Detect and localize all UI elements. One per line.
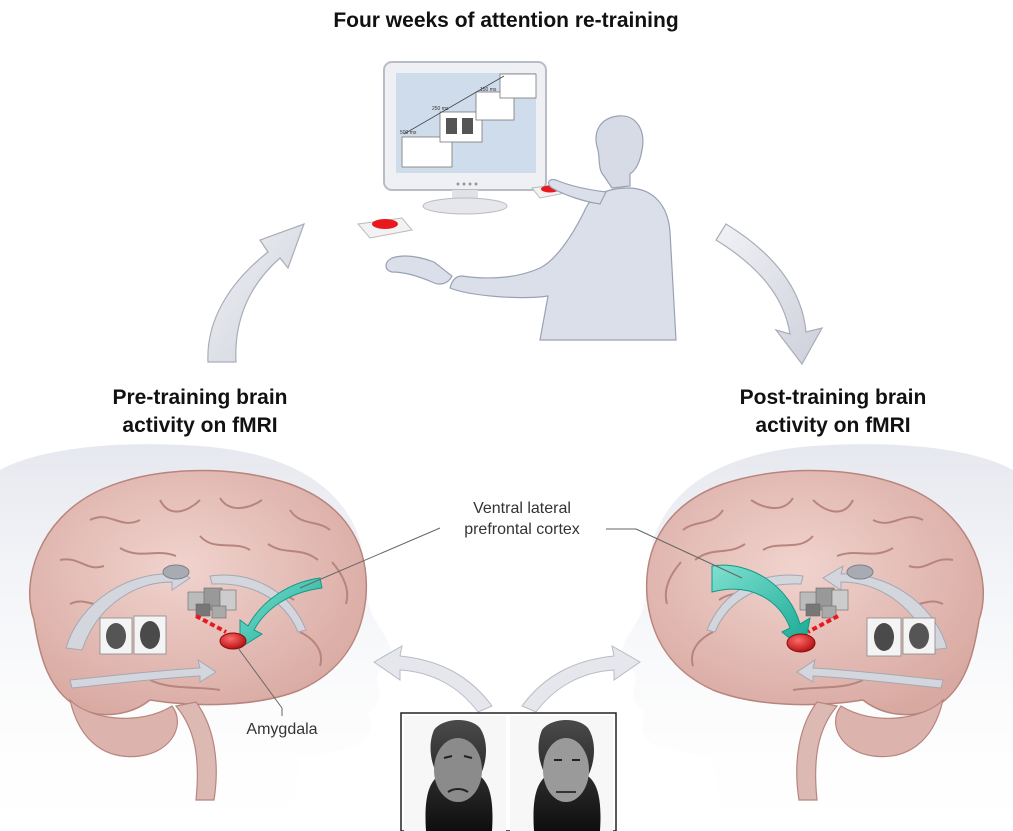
timing-label-1: 150 ms (480, 87, 497, 93)
vlpfc-label-line1: Ventral lateral (473, 500, 571, 517)
angry-face-photo (404, 716, 506, 831)
curved-arrow-up-right-icon (208, 224, 304, 362)
response-button-left (358, 218, 412, 238)
computer-monitor-icon: 150 ms 250 ms 500 ms (384, 62, 546, 214)
left-amygdala-icon (220, 633, 246, 649)
timing-label-3: 500 ms (400, 130, 417, 136)
bottom-arrow-right-icon (522, 646, 640, 712)
curved-arrow-down-right-icon (716, 224, 822, 364)
pre-training-heading-line1: Pre-training brain (112, 386, 287, 409)
vlpfc-label-line2: prefrontal cortex (464, 521, 580, 538)
post-training-heading-line1: Post-training brain (740, 386, 927, 409)
timing-label-2: 250 ms (432, 106, 449, 112)
right-amygdala-icon (787, 634, 815, 652)
top-heading: Four weeks of attention re-training (333, 9, 678, 32)
pre-training-heading-line2: activity on fMRI (122, 414, 277, 437)
stimulus-face-photos (401, 713, 616, 831)
neutral-face-photo (510, 716, 613, 831)
bottom-arrow-left-icon (374, 646, 492, 712)
post-training-heading-line2: activity on fMRI (755, 414, 910, 437)
amygdala-label: Amygdala (246, 721, 317, 738)
